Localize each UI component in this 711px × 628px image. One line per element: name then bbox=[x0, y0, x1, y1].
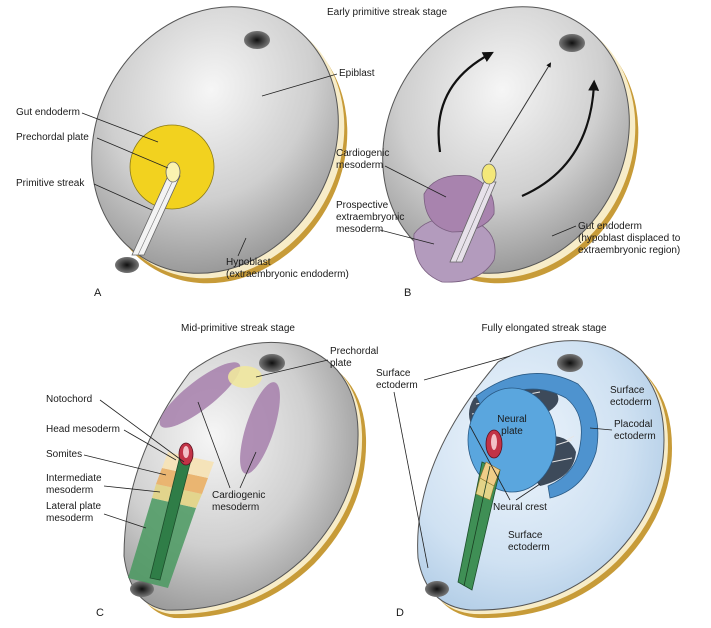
stage-title-full: Fully elongated streak stage bbox=[481, 323, 607, 334]
pit-top-c bbox=[259, 354, 285, 372]
label-head-mesoderm: Head mesoderm bbox=[46, 424, 120, 435]
label-epiblast: Epiblast bbox=[339, 68, 375, 79]
label-gut-endoderm-a: Gut endoderm bbox=[16, 107, 80, 118]
label-notochord: Notochord bbox=[46, 394, 92, 405]
label-prospective-b: Prospective bbox=[336, 200, 389, 211]
label-neural-plate-2: plate bbox=[501, 426, 523, 437]
label-prospective-b-3: mesoderm bbox=[336, 224, 383, 235]
label-cardiogenic-c-2: mesoderm bbox=[212, 502, 259, 513]
label-intermediate-mesoderm-2: mesoderm bbox=[46, 485, 93, 496]
label-cardiogenic-c: Cardiogenic bbox=[212, 490, 265, 501]
label-hypoblast: Hypoblast bbox=[226, 257, 271, 268]
label-prechordal-plate-c-2: plate bbox=[330, 358, 352, 369]
label-primitive-streak: Primitive streak bbox=[16, 178, 85, 189]
label-surface-ectoderm-b-2: ectoderm bbox=[508, 542, 550, 553]
label-lateral-plate-mesoderm-2: mesoderm bbox=[46, 513, 93, 524]
label-lateral-plate-mesoderm: Lateral plate bbox=[46, 501, 101, 512]
pit-top-d bbox=[557, 354, 583, 372]
panel-letter-a: A bbox=[94, 287, 102, 299]
label-neural-plate: Neural bbox=[497, 414, 526, 425]
label-gut-endoderm-b: Gut endoderm bbox=[578, 221, 642, 232]
pit-bottom-a bbox=[115, 257, 139, 273]
stage-title-early: Early primitive streak stage bbox=[327, 7, 447, 18]
label-surface-ectoderm-tr: Surface bbox=[610, 385, 645, 396]
label-cardiogenic-b: Cardiogenic bbox=[336, 148, 389, 159]
panel-letter-c: C bbox=[96, 607, 104, 619]
label-cardiogenic-b-2: mesoderm bbox=[336, 160, 383, 171]
panel-b: Cardiogenic mesoderm Prospective extraem… bbox=[335, 0, 686, 329]
label-surface-ectoderm-tr-2: ectoderm bbox=[610, 397, 652, 408]
panel-d: Surface ectoderm Surface ectoderm Neural… bbox=[376, 341, 672, 619]
label-placodal-ectoderm-2: ectoderm bbox=[614, 431, 656, 442]
pit-bottom-d bbox=[425, 581, 449, 597]
label-somites: Somites bbox=[46, 449, 82, 460]
panel-c: Prechordal plate Notochord Head mesoderm… bbox=[46, 342, 378, 619]
panel-letter-d: D bbox=[396, 607, 404, 619]
label-surface-ectoderm-b: Surface bbox=[508, 530, 543, 541]
label-prechordal-plate-c: Prechordal bbox=[330, 346, 378, 357]
label-surface-ectoderm-tl: Surface bbox=[376, 368, 411, 379]
pit-top-a bbox=[244, 31, 270, 49]
label-intermediate-mesoderm: Intermediate bbox=[46, 473, 102, 484]
label-placodal-ectoderm: Placodal bbox=[614, 419, 652, 430]
pit-top-b bbox=[559, 34, 585, 52]
stage-title-mid: Mid-primitive streak stage bbox=[181, 323, 295, 334]
panel-letter-b: B bbox=[404, 287, 411, 299]
label-neural-crest: Neural crest bbox=[493, 502, 547, 513]
label-gut-endoderm-b-3: extraembryonic region) bbox=[578, 245, 680, 256]
label-hypoblast-sub: (extraembryonic endoderm) bbox=[226, 269, 349, 280]
label-surface-ectoderm-tl-2: ectoderm bbox=[376, 380, 418, 391]
label-prospective-b-2: extraembryonic bbox=[336, 212, 404, 223]
label-gut-endoderm-b-2: (hypoblast displaced to bbox=[578, 233, 681, 244]
label-prechordal-plate-a: Prechordal plate bbox=[16, 132, 89, 143]
embryo-disc-b bbox=[335, 0, 686, 329]
